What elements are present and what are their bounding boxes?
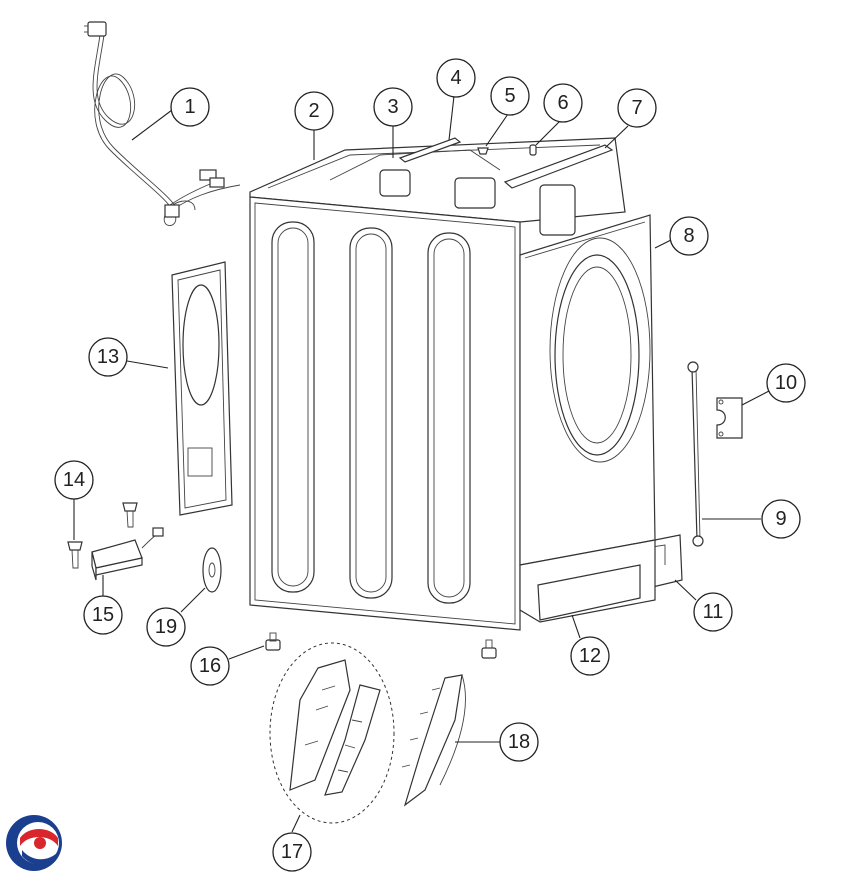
cabinet-top-frame: [249, 137, 626, 236]
callout-11: 11: [693, 592, 733, 632]
bolt-parts: [67, 502, 138, 569]
control-panel-cover-part: [401, 674, 466, 807]
callout-19-label: 19: [155, 616, 177, 638]
callout-3-label: 3: [387, 96, 398, 118]
callout-7: 7: [617, 88, 657, 128]
screw-part: [477, 147, 489, 155]
callout-1: 1: [170, 87, 210, 127]
callout-11-label: 11: [703, 601, 724, 623]
callout-17: 17: [272, 832, 312, 872]
callout-19: 19: [146, 607, 186, 647]
side-panel-part: [249, 196, 521, 631]
power-cord-part: [84, 21, 241, 226]
control-board-group-part: [269, 642, 395, 824]
callout-5-label: 5: [504, 85, 515, 107]
callout-14-label: 14: [63, 469, 85, 491]
pin-part: [529, 144, 537, 156]
rear-panel-part: [171, 261, 233, 516]
callout-3: 3: [373, 87, 413, 127]
leader-lines: [73, 95, 770, 833]
callout-8: 8: [669, 216, 709, 256]
washer-disc-part: [202, 547, 222, 593]
callout-9: 9: [761, 499, 801, 539]
callout-17-label: 17: [281, 841, 303, 863]
callout-6-label: 6: [557, 92, 568, 114]
brand-logo-icon: [6, 815, 62, 871]
rear-crossbar-part: [503, 144, 614, 189]
front-panel-part: [519, 214, 656, 566]
callout-6: 6: [543, 83, 583, 123]
rod-part: [687, 361, 704, 547]
callout-16-label: 16: [199, 655, 221, 677]
callout-4-label: 4: [450, 67, 461, 89]
callout-12: 12: [570, 636, 610, 676]
callout-14: 14: [54, 460, 94, 500]
top-bracket-part: [398, 137, 462, 163]
callout-1-label: 1: [184, 96, 195, 118]
callout-8-label: 8: [683, 225, 694, 247]
callout-4: 4: [436, 58, 476, 98]
callout-10-label: 10: [775, 372, 797, 394]
bracket-plate-part: [716, 397, 743, 439]
callout-10: 10: [766, 363, 806, 403]
foot-parts: [265, 632, 497, 659]
callout-7-label: 7: [631, 97, 642, 119]
base-plinth-part: [519, 539, 656, 623]
callout-12-label: 12: [579, 645, 601, 667]
callout-13: 13: [88, 337, 128, 377]
callout-18-label: 18: [508, 731, 530, 753]
callout-9-label: 9: [775, 508, 786, 530]
callout-2: 2: [294, 91, 334, 131]
control-box-part: [91, 527, 164, 581]
callout-16: 16: [190, 646, 230, 686]
callout-15: 15: [83, 595, 123, 635]
callout-5: 5: [490, 76, 530, 116]
callout-18: 18: [499, 722, 539, 762]
callout-15-label: 15: [92, 604, 114, 626]
callout-13-label: 13: [97, 346, 119, 368]
callout-2-label: 2: [308, 100, 319, 122]
